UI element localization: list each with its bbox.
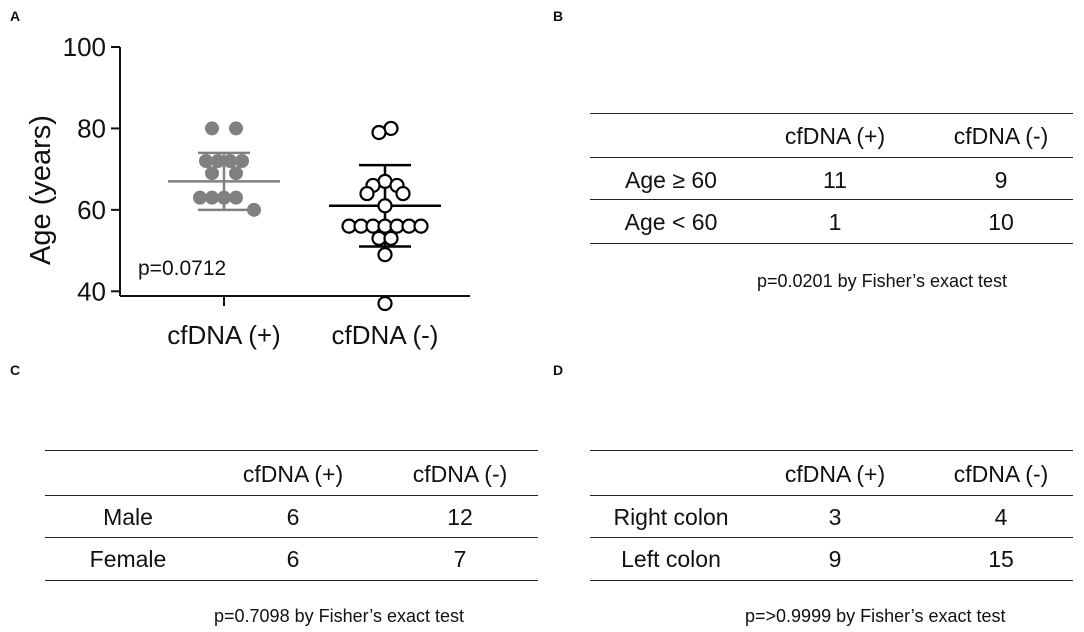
y-tick-label: 100	[63, 32, 106, 62]
data-point	[199, 154, 213, 168]
data-point	[413, 218, 429, 234]
fisher-test-note: p=0.7098 by Fisher’s exact test	[214, 606, 464, 626]
table-rule-header	[590, 157, 1073, 158]
y-tick-label: 60	[77, 195, 106, 225]
data-point	[371, 124, 387, 141]
row-label: Age ≥ 60	[625, 167, 717, 193]
table-rule-row	[590, 199, 1073, 200]
table-rule-bottom	[590, 580, 1073, 581]
table-cell: 1	[828, 209, 842, 235]
row-label: Left colon	[621, 546, 721, 572]
data-point	[235, 154, 249, 168]
table-rule-row	[590, 537, 1073, 538]
y-axis-label: Age (years)	[25, 115, 57, 265]
data-point	[377, 198, 393, 214]
y-tick-label: 80	[77, 113, 106, 143]
data-point	[211, 154, 225, 168]
x-tick-label: cfDNA (+)	[167, 320, 280, 350]
table-rule-bottom	[590, 243, 1073, 244]
data-point	[205, 190, 219, 205]
row-label: Age < 60	[624, 209, 718, 235]
panel-label-d: D	[553, 362, 564, 378]
panel-label-a: A	[10, 8, 21, 24]
table-age: cfDNA (+) cfDNA (-) Age ≥ 60 11 9 Age < …	[590, 113, 1073, 248]
table-cell: 9	[994, 167, 1008, 193]
table-rule-top	[590, 113, 1073, 114]
data-point	[395, 185, 411, 202]
row-label: Right colon	[613, 504, 729, 530]
table-cell: 11	[823, 167, 847, 193]
data-point	[383, 230, 399, 246]
row-label: Female	[89, 546, 167, 572]
table-rule-bottom	[45, 580, 538, 581]
table-rule-row	[45, 537, 538, 538]
row-label: Male	[103, 504, 153, 530]
data-point	[223, 154, 237, 168]
p-value-annotation: p=0.0712	[138, 257, 226, 280]
y-tick-label: 40	[77, 276, 106, 306]
table-cell: 7	[453, 546, 467, 572]
data-point	[217, 190, 231, 205]
column-header: cfDNA (-)	[953, 461, 1049, 487]
data-point	[377, 247, 393, 263]
table-cell: 10	[988, 209, 1014, 235]
data-point	[359, 185, 375, 202]
table-rule-top	[590, 450, 1073, 451]
table-cell: 3	[828, 504, 842, 530]
table-cell: 6	[286, 546, 300, 572]
panel-label-c: C	[10, 362, 21, 378]
table-cell: 15	[988, 546, 1014, 572]
column-header: cfDNA (+)	[242, 461, 344, 487]
column-header: cfDNA (+)	[784, 123, 886, 149]
data-point	[205, 121, 219, 136]
column-header: cfDNA (+)	[784, 461, 886, 487]
data-point	[193, 190, 207, 205]
column-header: cfDNA (-)	[412, 461, 508, 487]
table-location: cfDNA (+) cfDNA (-) Right colon 3 4 Left…	[590, 450, 1073, 585]
table-rule-header	[45, 495, 538, 496]
table-cell: 4	[994, 504, 1008, 530]
data-point	[229, 121, 243, 136]
data-point	[229, 190, 243, 205]
table-cell: 6	[286, 504, 300, 530]
data-point	[377, 295, 393, 312]
data-point	[205, 166, 219, 181]
data-point	[229, 166, 243, 181]
table-cell: 12	[447, 504, 473, 530]
fisher-test-note: p=>0.9999 by Fisher’s exact test	[745, 606, 1006, 626]
fisher-test-note: p=0.0201 by Fisher’s exact test	[757, 271, 1007, 291]
table-rule-header	[590, 495, 1073, 496]
data-point	[247, 202, 261, 217]
table-sex: cfDNA (+) cfDNA (-) Male 6 12 Female 6 7	[45, 450, 538, 585]
x-tick-label: cfDNA (-)	[332, 320, 439, 350]
column-header: cfDNA (-)	[953, 123, 1049, 149]
table-rule-top	[45, 450, 538, 451]
panel-label-b: B	[553, 8, 564, 24]
table-cell: 9	[828, 546, 842, 572]
